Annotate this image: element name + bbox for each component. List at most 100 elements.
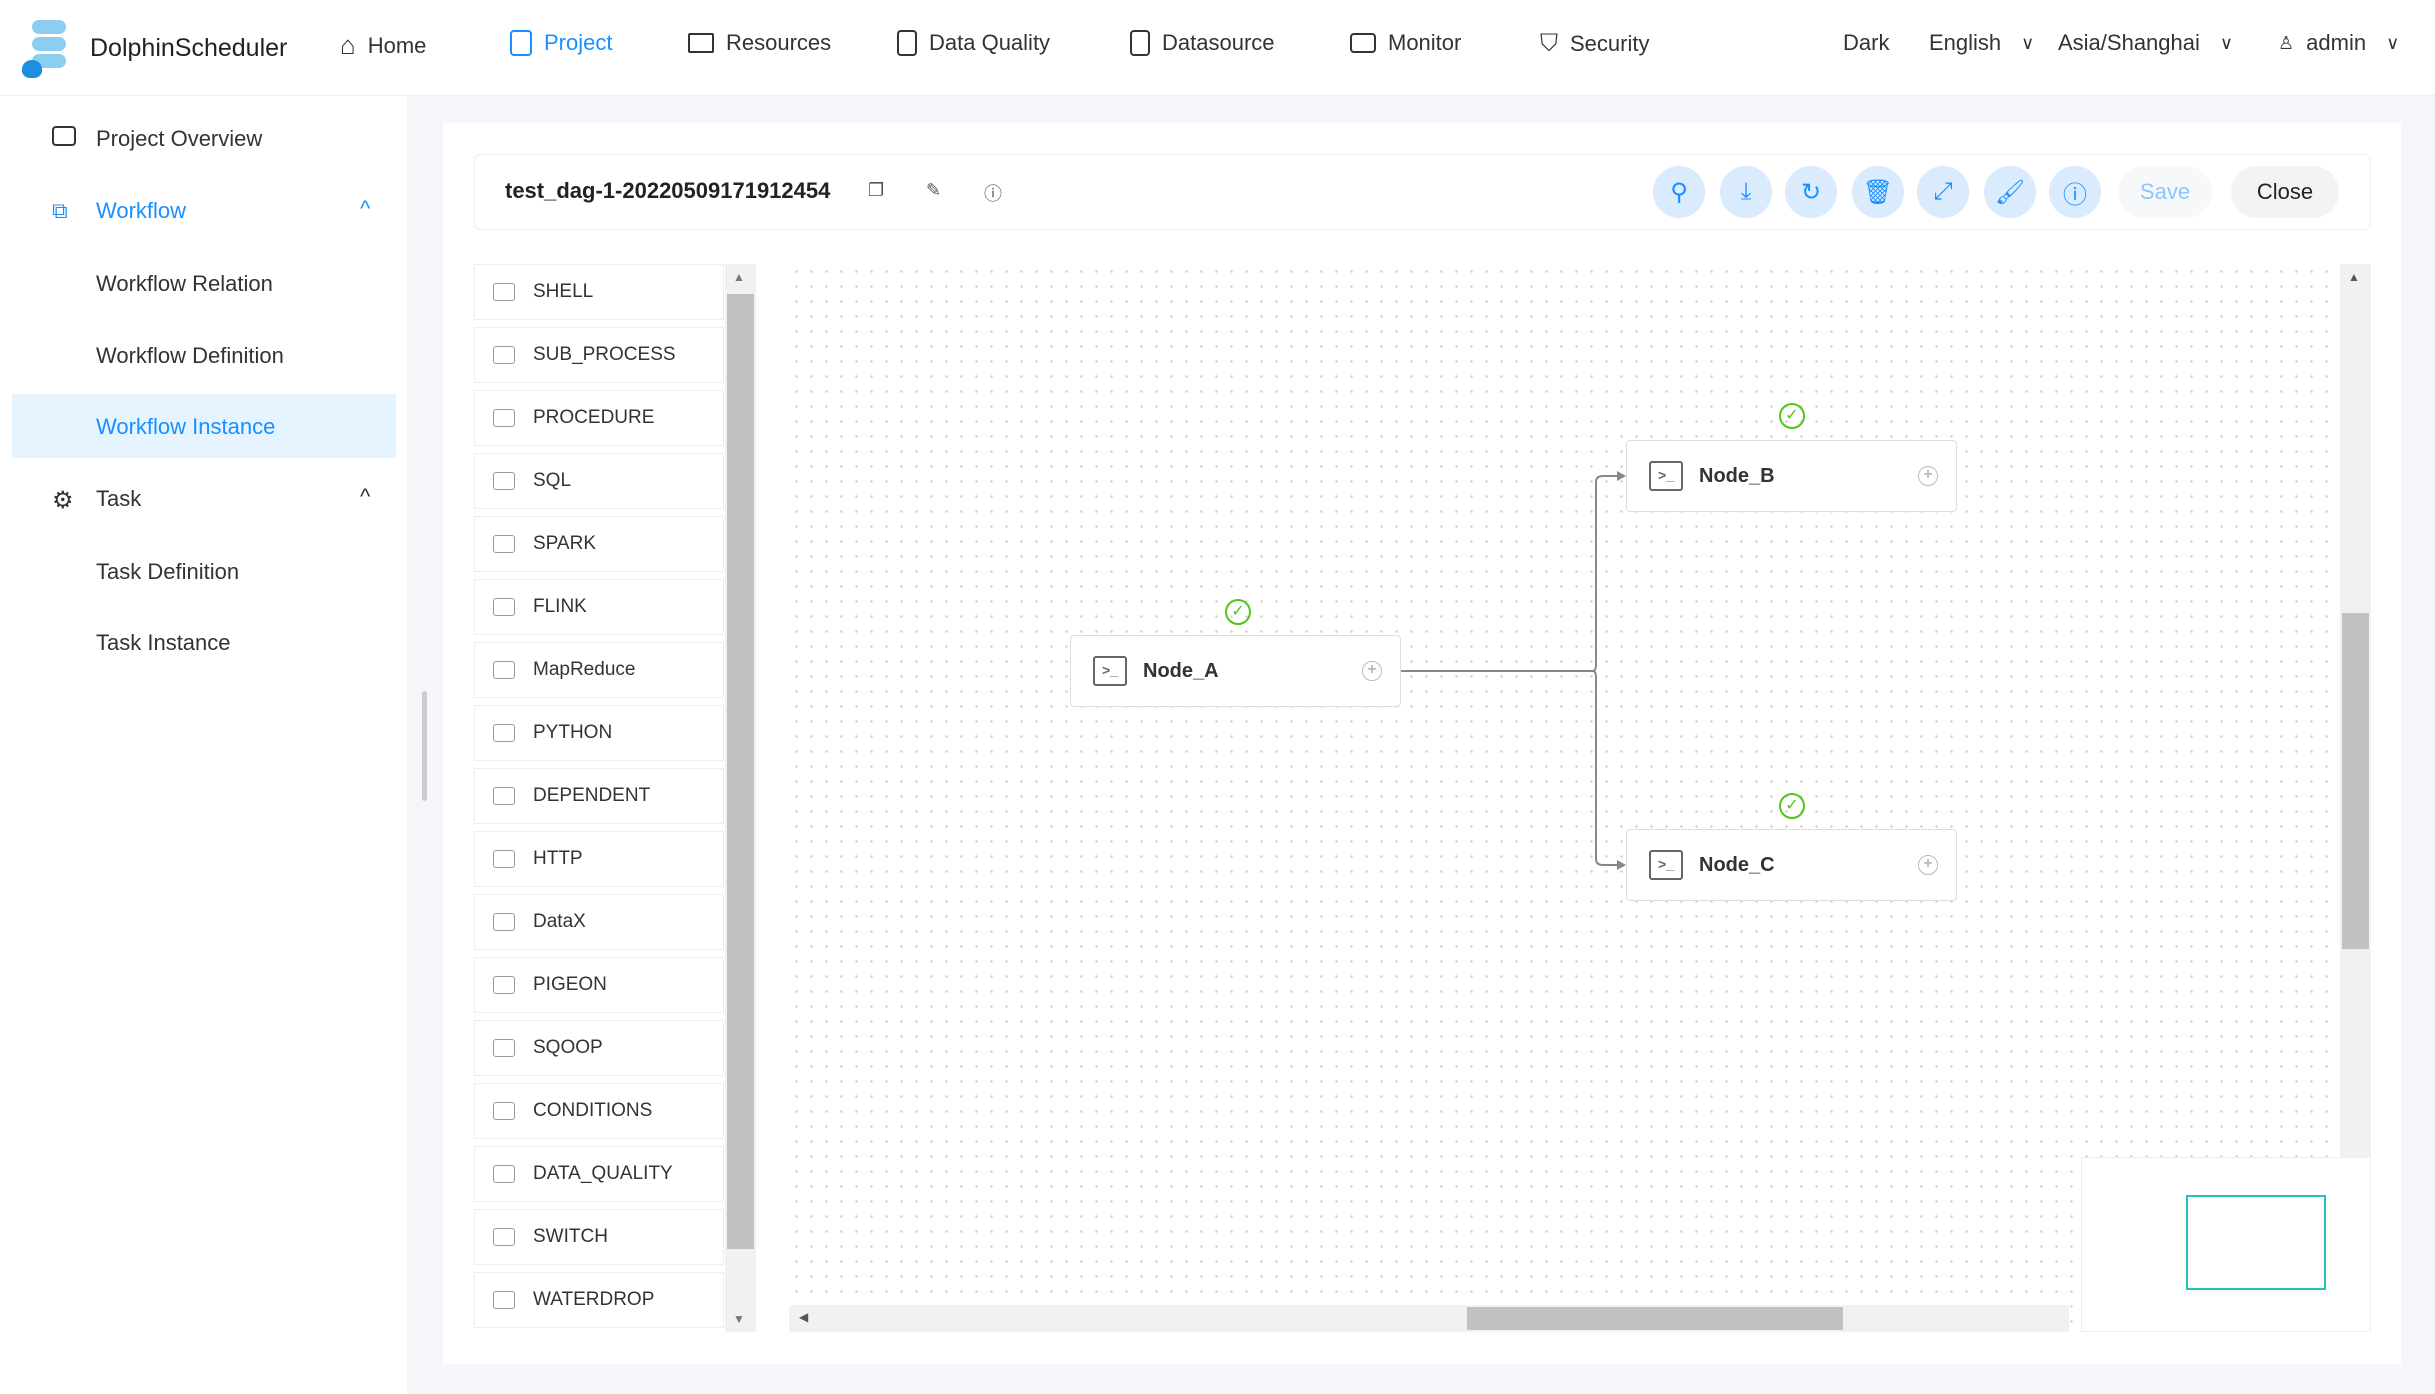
edge-a-c	[1401, 670, 1621, 866]
copy-icon[interactable]: ❐	[868, 180, 885, 200]
scroll-up-arrow-icon[interactable]: ▲	[733, 270, 745, 284]
conditions-icon	[493, 1102, 515, 1120]
palette-item-flink[interactable]: FLINK	[474, 579, 724, 635]
user-menu[interactable]: ♙admin∨	[2278, 30, 2399, 56]
shell-icon: >_	[1093, 656, 1127, 686]
palette-item-dependent[interactable]: DEPENDENT	[474, 768, 724, 824]
palette-item-label: SWITCH	[533, 1226, 608, 1247]
add-circle-icon[interactable]: +	[1918, 466, 1938, 486]
vertical-scroll-thumb[interactable]	[2342, 613, 2369, 949]
scroll-up-arrow-icon[interactable]: ▲	[2348, 270, 2360, 284]
project-overview-icon	[52, 126, 76, 152]
nav-home[interactable]: ⌂Home	[340, 30, 426, 61]
download-icon[interactable]: ⤓	[1720, 166, 1772, 218]
timezone-select[interactable]: Asia/Shanghai∨	[2058, 30, 2233, 56]
nav-security[interactable]: ⛉Security	[1540, 30, 1649, 58]
palette-item-http[interactable]: HTTP	[474, 831, 724, 887]
palette-item-python[interactable]: PYTHON	[474, 705, 724, 761]
check-circle-icon: ✓	[1779, 793, 1805, 819]
format-painter-icon[interactable]: 🖌	[1984, 166, 2036, 218]
canvas-vertical-scrollbar[interactable]: ▲	[2340, 264, 2371, 1305]
palette-scrollbar[interactable]: ▲ ▼	[725, 264, 756, 1332]
switch-icon	[493, 1228, 515, 1246]
folder-icon	[688, 33, 714, 53]
user-icon: ♙	[2278, 32, 2295, 53]
nav-data-quality[interactable]: Data Quality	[897, 30, 1050, 56]
dependent-icon	[493, 787, 515, 805]
scroll-left-arrow-icon[interactable]: ◀	[799, 1310, 809, 1324]
palette-item-label: PROCEDURE	[533, 407, 655, 428]
sql-icon	[493, 472, 515, 490]
task-palette: SHELL SUB_PROCESS PROCEDURE SQL SPARK FLINK Ma…	[474, 264, 724, 1332]
palette-item-shell[interactable]: SHELL	[474, 264, 724, 320]
edge-a-b	[1401, 475, 1621, 672]
spark-icon	[493, 535, 515, 553]
palette-item-mapreduce[interactable]: MapReduce	[474, 642, 724, 698]
palette-item-label: DataX	[533, 911, 586, 932]
sub-process-icon	[493, 346, 515, 364]
dolphin-logo-icon	[18, 20, 80, 78]
save-button[interactable]: Save	[2118, 166, 2212, 218]
add-circle-icon[interactable]: +	[1918, 855, 1938, 875]
sidebar-item-workflow-instance[interactable]: Workflow Instance	[96, 414, 276, 439]
sidebar-item-workflow-relation[interactable]: Workflow Relation	[96, 271, 273, 296]
palette-item-procedure[interactable]: PROCEDURE	[474, 390, 724, 446]
minimap[interactable]	[2081, 1157, 2371, 1332]
sidebar-item-task-instance[interactable]: Task Instance	[96, 630, 231, 655]
waterdrop-icon	[493, 1291, 515, 1309]
palette-item-datax[interactable]: DataX	[474, 894, 724, 950]
palette-item-sql[interactable]: SQL	[474, 453, 724, 509]
scroll-down-arrow-icon[interactable]: ▼	[733, 1312, 745, 1326]
add-circle-icon[interactable]: +	[1362, 661, 1382, 681]
rename-icon[interactable]: ✎	[926, 180, 942, 200]
info-icon[interactable]: ⓘ	[2049, 166, 2101, 218]
palette-item-pigeon[interactable]: PIGEON	[474, 957, 724, 1013]
dag-node-a[interactable]: >_Node_A+	[1070, 635, 1401, 707]
nav-project[interactable]: Project	[510, 30, 612, 56]
mapreduce-icon	[493, 661, 515, 679]
nav-label: Security	[1570, 31, 1650, 56]
chevron-down-icon: ∨	[2386, 32, 2400, 53]
nav-monitor[interactable]: Monitor	[1350, 30, 1461, 56]
chevron-up-icon[interactable]: ^	[360, 196, 371, 221]
palette-item-spark[interactable]: SPARK	[474, 516, 724, 572]
close-button[interactable]: Close	[2231, 166, 2339, 218]
timezone-value: Asia/Shanghai	[2058, 30, 2200, 55]
language-select[interactable]: English∨	[1929, 30, 2034, 56]
shell-icon: >_	[1649, 850, 1683, 880]
sidebar-item-task-definition[interactable]: Task Definition	[96, 559, 240, 584]
sidebar-item-workflow-definition[interactable]: Workflow Definition	[96, 343, 284, 368]
dag-node-b[interactable]: >_Node_B+	[1626, 440, 1957, 512]
sidebar: Project Overview ⧉ Workflow ^ Workflow R…	[0, 96, 427, 1394]
shell-icon	[493, 283, 515, 301]
nav-datasource[interactable]: Datasource	[1130, 30, 1275, 56]
dag-canvas[interactable]: ✓ ✓ ✓ >_Node_A+ >_Node_B+ >_Node_C+ ▲ ◀	[789, 264, 2371, 1332]
palette-item-data-quality[interactable]: DATA_QUALITY	[474, 1146, 724, 1202]
theme-toggle[interactable]: Dark	[1843, 30, 1890, 55]
sidebar-scrollbar[interactable]	[422, 691, 427, 801]
palette-item-conditions[interactable]: CONDITIONS	[474, 1083, 724, 1139]
search-icon[interactable]: ⚲	[1653, 166, 1705, 218]
app-logo-text: DolphinScheduler	[90, 34, 288, 62]
minimap-viewport[interactable]	[2186, 1195, 2326, 1290]
horizontal-scroll-thumb[interactable]	[1467, 1307, 1843, 1330]
dag-node-c[interactable]: >_ Node_C +	[1626, 829, 1957, 901]
palette-item-switch[interactable]: SWITCH	[474, 1209, 724, 1265]
palette-scroll-thumb[interactable]	[727, 294, 754, 1249]
palette-item-sub-process[interactable]: SUB_PROCESS	[474, 327, 724, 383]
nav-resources[interactable]: Resources	[688, 30, 831, 56]
sidebar-item-project-overview[interactable]: Project Overview	[96, 126, 263, 151]
refresh-icon[interactable]: ↻	[1785, 166, 1837, 218]
fullscreen-icon[interactable]: ⤢	[1917, 166, 1969, 218]
sidebar-item-workflow[interactable]: Workflow	[96, 198, 187, 223]
workflow-title: test_dag-1-20220509171912454	[505, 178, 831, 203]
info-circle-icon[interactable]: ⓘ	[984, 184, 1002, 204]
palette-item-waterdrop[interactable]: WATERDROP	[474, 1272, 724, 1328]
nav-label: Resources	[726, 30, 832, 55]
palette-item-sqoop[interactable]: SQOOP	[474, 1020, 724, 1076]
sidebar-item-task[interactable]: Task	[96, 486, 142, 511]
canvas-horizontal-scrollbar[interactable]: ◀	[789, 1305, 2069, 1332]
node-label: Node_C	[1699, 853, 1775, 876]
chevron-up-icon[interactable]: ^	[360, 484, 371, 509]
delete-icon[interactable]: 🗑	[1852, 166, 1904, 218]
